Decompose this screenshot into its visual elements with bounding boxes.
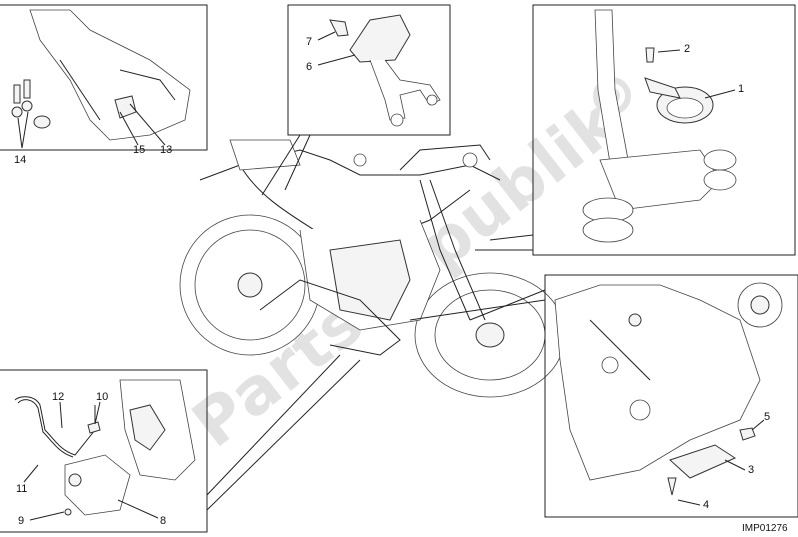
callout-15: 15 [133, 144, 145, 156]
callout-1: 1 [738, 83, 744, 95]
callout-2: 2 [684, 43, 690, 55]
callout-12: 12 [52, 391, 64, 403]
drawing-code: IMP01276 [742, 523, 788, 534]
callout-4: 4 [703, 499, 709, 511]
callout-5: 5 [764, 411, 770, 423]
callout-3: 3 [748, 464, 754, 476]
callout-8: 8 [160, 515, 166, 527]
panel-tail-section [0, 4, 208, 151]
panel-sensor-harness [0, 354, 361, 533]
callout-13: 13 [160, 144, 172, 156]
panel-engine-control-unit [409, 274, 798, 518]
callout-7: 7 [306, 36, 312, 48]
callout-11: 11 [16, 483, 27, 495]
callout-9: 9 [18, 515, 24, 527]
callout-14: 14 [14, 154, 26, 166]
callout-6: 6 [306, 61, 312, 73]
panel-horn [475, 4, 796, 256]
panel-bracket [261, 4, 451, 196]
callout-10: 10 [96, 391, 108, 403]
